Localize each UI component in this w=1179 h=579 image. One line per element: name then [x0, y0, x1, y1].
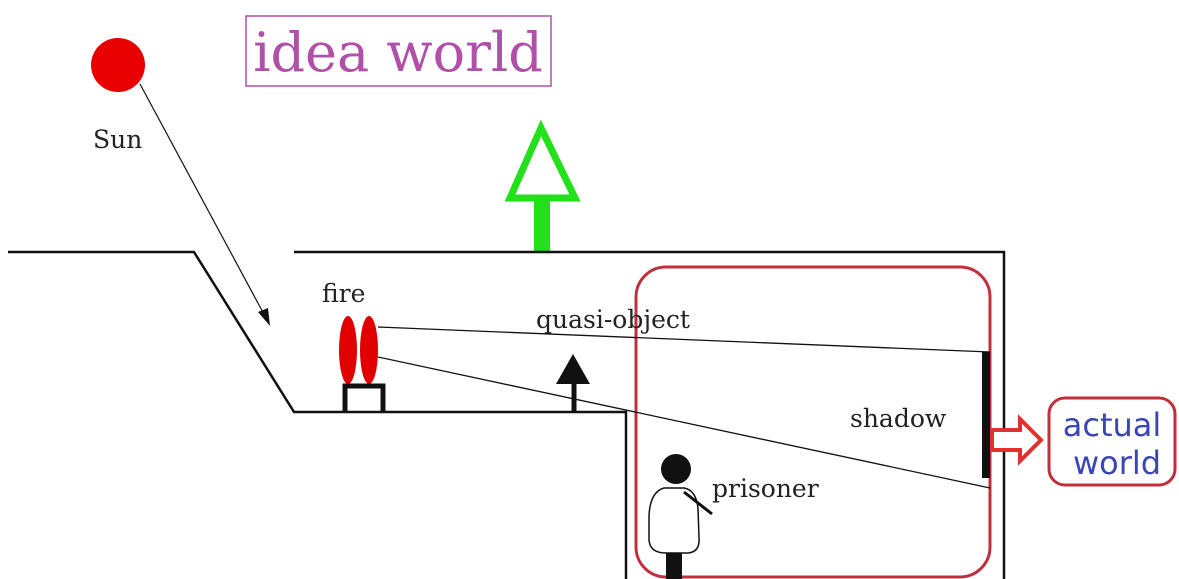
sun-ray-line [140, 84, 266, 318]
left-flame [339, 316, 357, 384]
shadow: shadow [850, 352, 990, 478]
sun: Sun [91, 38, 145, 154]
fire-stand [345, 386, 383, 412]
prisoner-legs [666, 553, 682, 579]
quasi-object-icon [556, 354, 590, 384]
fire: fire [322, 279, 383, 412]
quasi-object-label: quasi-object [536, 305, 690, 334]
right-arrow-shape [992, 419, 1041, 461]
cave-left-ground [8, 252, 626, 579]
sun-ray [140, 84, 270, 326]
prisoner-label: prisoner [712, 474, 819, 503]
sun-ray-arrowhead-icon [258, 308, 270, 326]
fire-icon [339, 316, 378, 384]
sun-icon [91, 38, 145, 92]
idea-world-label: idea world [253, 21, 543, 84]
idea-world-box: idea world [246, 16, 551, 86]
up-arrow-stem [534, 198, 550, 252]
up-arrow-icon [510, 128, 575, 252]
prisoner: prisoner [649, 454, 819, 579]
up-arrow-head [510, 128, 575, 198]
actual-world-box: actual world [1049, 398, 1175, 485]
shadow-label: shadow [850, 404, 947, 433]
shadow-wall [982, 352, 990, 478]
prisoner-head [661, 454, 691, 484]
right-flame [360, 316, 378, 384]
right-arrow-icon [992, 419, 1041, 461]
fire-label: fire [322, 279, 365, 308]
sun-label: Sun [93, 125, 142, 154]
actual-world-label-line1: actual [1063, 406, 1162, 444]
actual-world-label-line2: world [1073, 444, 1161, 482]
